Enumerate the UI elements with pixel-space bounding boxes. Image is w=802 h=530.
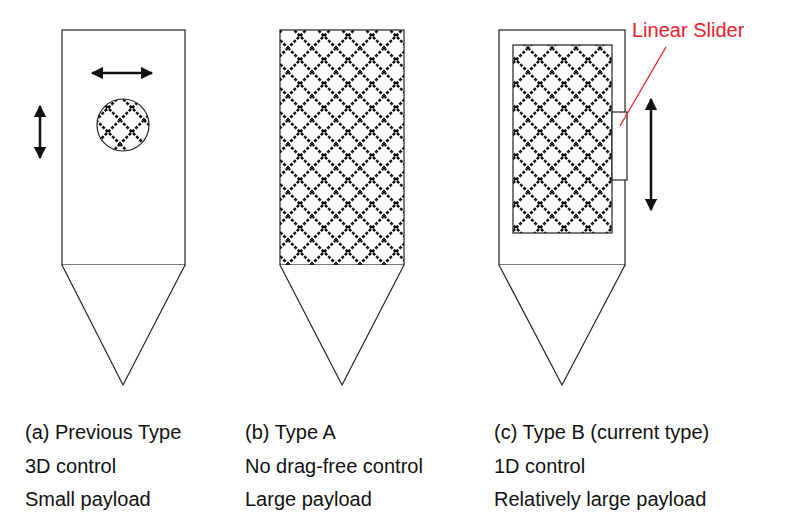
caption-line: Relatively large payload <box>494 487 706 511</box>
probe-type-a <box>280 30 404 385</box>
caption-line: No drag-free control <box>245 454 423 478</box>
caption-line: Small payload <box>25 487 151 511</box>
motion-arrow <box>650 99 653 210</box>
probe-previous <box>40 30 185 385</box>
leader-line <box>620 47 666 126</box>
caption-line: (b) Type A <box>245 420 336 444</box>
linear-slider <box>612 112 627 180</box>
callout-label: Linear Slider <box>632 18 744 42</box>
probe-type-b <box>499 30 666 385</box>
caption-line: (c) Type B (current type) <box>494 420 709 444</box>
probe-cone <box>280 265 404 385</box>
payload-body <box>280 30 404 265</box>
caption-line: 3D control <box>25 454 116 478</box>
probe-cone <box>499 265 625 385</box>
probe-cone <box>62 265 185 385</box>
test-mass <box>97 99 149 151</box>
motion-arrow <box>92 72 152 75</box>
probe-body <box>62 30 185 265</box>
payload-mass <box>513 45 612 233</box>
caption-line: Large payload <box>245 487 372 511</box>
probe-body <box>499 30 625 265</box>
motion-arrow <box>39 106 42 158</box>
caption-line: (a) Previous Type <box>25 420 181 444</box>
caption-line: 1D control <box>494 454 585 478</box>
